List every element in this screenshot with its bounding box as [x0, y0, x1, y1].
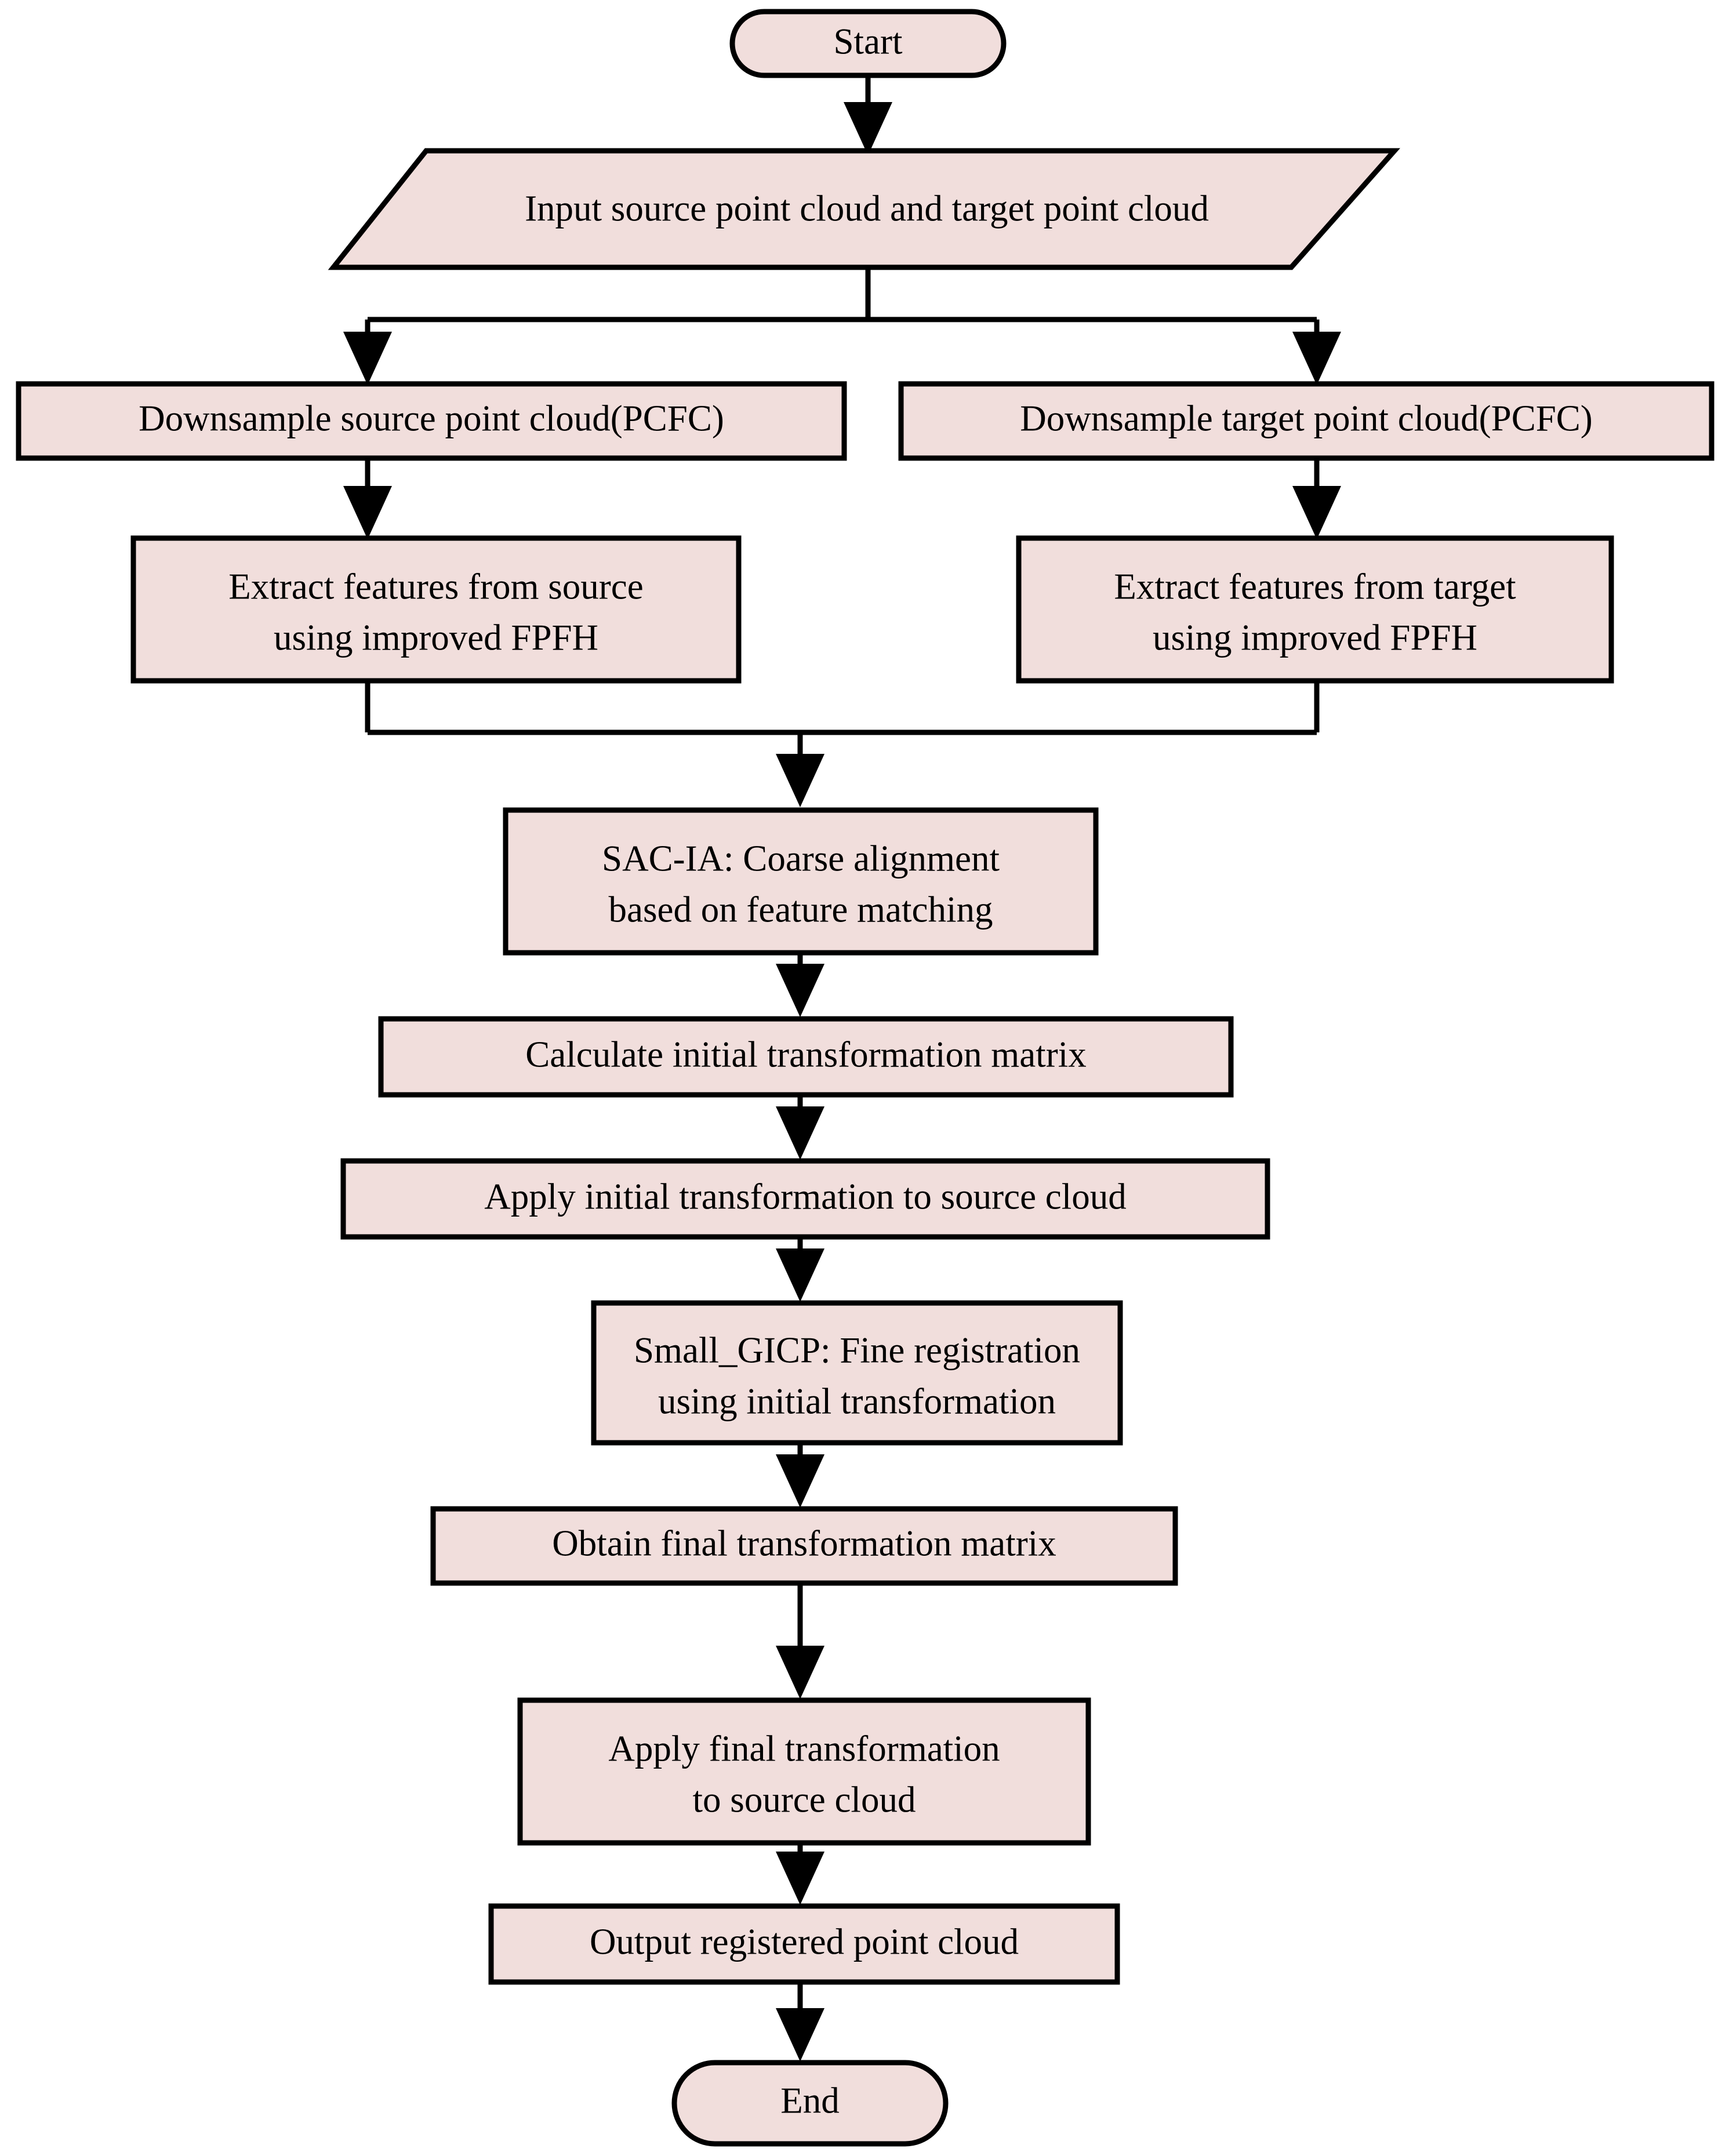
node-downsample-source[interactable]: Downsample source point cloud(PCFC): [16, 381, 847, 461]
node-sacia-line2: based on feature matching: [609, 889, 993, 930]
node-output-cloud[interactable]: Output registered point cloud: [488, 1903, 1120, 1985]
edge-extract-merge-to-sacia: [365, 681, 1320, 807]
node-sacia[interactable]: SAC-IA: Coarse alignment based on featur…: [503, 807, 1099, 956]
edge-input-to-split: [343, 268, 1341, 385]
edge-output-to-end: [776, 1983, 824, 2061]
node-end[interactable]: End: [671, 2060, 949, 2147]
edge-apply-final-to-output: [776, 1844, 824, 1905]
node-start[interactable]: Start: [729, 9, 1007, 78]
node-output-cloud-label: Output registered point cloud: [590, 1921, 1019, 1962]
node-extract-source-line1: Extract features from source: [228, 566, 643, 607]
node-calculate-initial[interactable]: Calculate initial transformation matrix: [378, 1016, 1234, 1098]
node-input[interactable]: Input source point cloud and target poin…: [328, 148, 1400, 270]
node-gicp-line2: using initial transformation: [658, 1381, 1056, 1421]
node-extract-source[interactable]: Extract features from source using impro…: [130, 535, 742, 684]
node-sacia-line1: SAC-IA: Coarse alignment: [602, 838, 1000, 879]
edge-obtain-final-to-apply-final: [776, 1583, 824, 1699]
edge-sacia-to-calculate-initial: [776, 954, 824, 1017]
node-start-label: Start: [834, 21, 903, 61]
node-apply-final-line1: Apply final transformation: [608, 1728, 1000, 1769]
edge-downsample-source-to-extract-source: [343, 458, 392, 539]
node-obtain-final-label: Obtain final transformation matrix: [552, 1523, 1056, 1563]
node-apply-initial[interactable]: Apply initial transformation to source c…: [340, 1158, 1270, 1240]
node-obtain-final[interactable]: Obtain final transformation matrix: [430, 1506, 1178, 1586]
node-calculate-initial-label: Calculate initial transformation matrix: [525, 1034, 1086, 1075]
node-apply-final-line2: to source cloud: [693, 1779, 916, 1820]
node-downsample-source-label: Downsample source point cloud(PCFC): [139, 398, 724, 438]
node-extract-target-line2: using improved FPFH: [1153, 617, 1477, 658]
node-extract-target-line1: Extract features from target: [1114, 566, 1516, 607]
node-apply-initial-label: Apply initial transformation to source c…: [484, 1176, 1127, 1217]
node-input-label: Input source point cloud and target poin…: [525, 188, 1209, 228]
node-extract-source-line2: using improved FPFH: [274, 617, 598, 658]
edge-start-to-input: [844, 74, 892, 155]
edge-gicp-to-obtain-final: [776, 1444, 824, 1508]
node-gicp-line1: Small_GICP: Fine registration: [634, 1330, 1080, 1370]
node-extract-target[interactable]: Extract features from target using impro…: [1016, 535, 1614, 684]
node-apply-final[interactable]: Apply final transformation to source clo…: [517, 1697, 1091, 1846]
node-end-label: End: [780, 2080, 839, 2121]
node-downsample-target[interactable]: Downsample target point cloud(PCFC): [898, 381, 1715, 461]
edge-apply-initial-to-gicp: [776, 1238, 824, 1302]
node-gicp[interactable]: Small_GICP: Fine registration using init…: [591, 1300, 1123, 1446]
edge-downsample-target-to-extract-target: [1292, 458, 1341, 539]
edge-calculate-initial-to-apply-initial: [776, 1096, 824, 1160]
node-downsample-target-label: Downsample target point cloud(PCFC): [1020, 398, 1593, 438]
